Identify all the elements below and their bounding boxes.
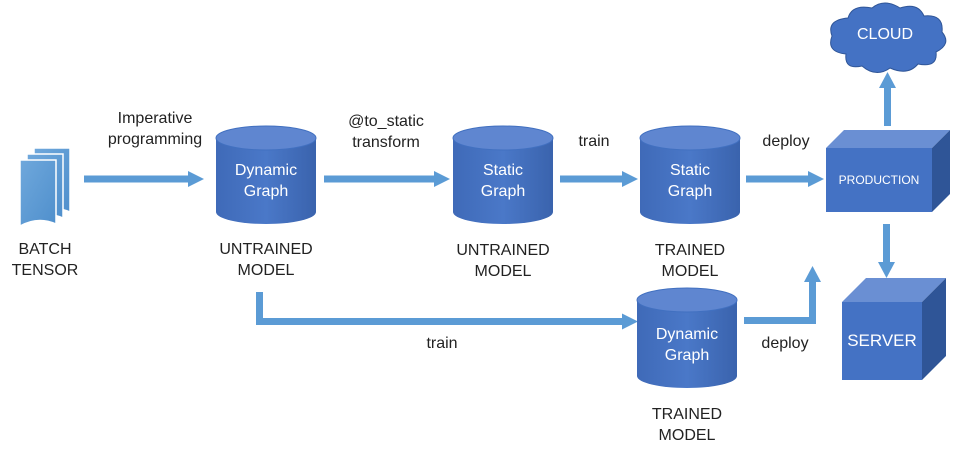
dynamic-graph-untrained-cylinder (215, 125, 317, 224)
imperative-line2: programming (107, 131, 203, 148)
dyn-untrained-line2: Graph (243, 183, 289, 200)
dyn-trained-cap1: TRAINED (651, 406, 723, 423)
to-static-line1: @to_static (348, 113, 424, 130)
dyn-untrained-cap2: MODEL (237, 262, 295, 279)
server-label: SERVER (847, 331, 917, 350)
dyn-untrained-cap1: UNTRAINED (219, 241, 313, 258)
production-box (826, 130, 950, 212)
dyn-trained-text: Dynamic Graph (637, 324, 737, 366)
static-untrained-line1: Static (482, 162, 523, 179)
to-static-transform-label: @to_static transform (326, 111, 446, 153)
static-trained-caption: TRAINED MODEL (630, 240, 750, 282)
cloud-icon (830, 2, 947, 73)
static-trained-line2: Graph (667, 183, 713, 200)
static-trained-cap1: TRAINED (654, 242, 726, 259)
static-untrained-caption: UNTRAINED MODEL (443, 240, 563, 282)
static-graph-untrained-cylinder (452, 125, 554, 224)
arrow-deploy-top (746, 171, 824, 187)
deploy-bottom-label: deploy (761, 335, 809, 352)
train-top-label: train (578, 133, 610, 150)
static-untrained-line2: Graph (480, 183, 526, 200)
dyn-untrained-line1: Dynamic (234, 162, 298, 179)
cloud-label: CLOUD (856, 26, 913, 43)
arrow-train-bottom (256, 292, 638, 330)
production-label: PRODUCTION (838, 173, 920, 187)
arrow-to-server (878, 224, 895, 278)
to-static-line2: transform (352, 134, 420, 151)
dyn-trained-caption: TRAINED MODEL (627, 404, 747, 446)
dyn-trained-line2: Graph (664, 347, 710, 364)
batch-tensor-icon (19, 147, 71, 228)
static-trained-text: Static Graph (640, 160, 740, 202)
imperative-line1: Imperative (117, 110, 193, 127)
arrow-to-cloud (879, 72, 896, 126)
arrow-imperative (84, 171, 204, 187)
static-untrained-cap1: UNTRAINED (456, 242, 550, 259)
dyn-untrained-text: Dynamic Graph (216, 160, 316, 202)
arrow-train-top (560, 171, 638, 187)
train-bottom-label: train (426, 335, 458, 352)
static-trained-cap2: MODEL (661, 263, 719, 280)
arrow-deploy-bottom (744, 266, 821, 324)
deploy-top-label: deploy (762, 133, 810, 150)
batch-tensor-line2: TENSOR (11, 262, 79, 279)
static-untrained-cap2: MODEL (474, 263, 532, 280)
dynamic-graph-trained-cylinder (636, 287, 738, 388)
dyn-trained-line1: Dynamic (655, 326, 719, 343)
static-trained-line1: Static (669, 162, 710, 179)
imperative-programming-label: Imperative programming (95, 108, 215, 150)
static-graph-trained-cylinder (639, 125, 741, 224)
static-untrained-text: Static Graph (453, 160, 553, 202)
dyn-untrained-caption: UNTRAINED MODEL (206, 239, 326, 281)
batch-tensor-label: BATCH TENSOR (2, 239, 88, 281)
arrow-to-static (324, 171, 450, 187)
batch-tensor-line1: BATCH (18, 241, 72, 258)
server-box (842, 278, 946, 380)
dyn-trained-cap2: MODEL (658, 427, 716, 444)
